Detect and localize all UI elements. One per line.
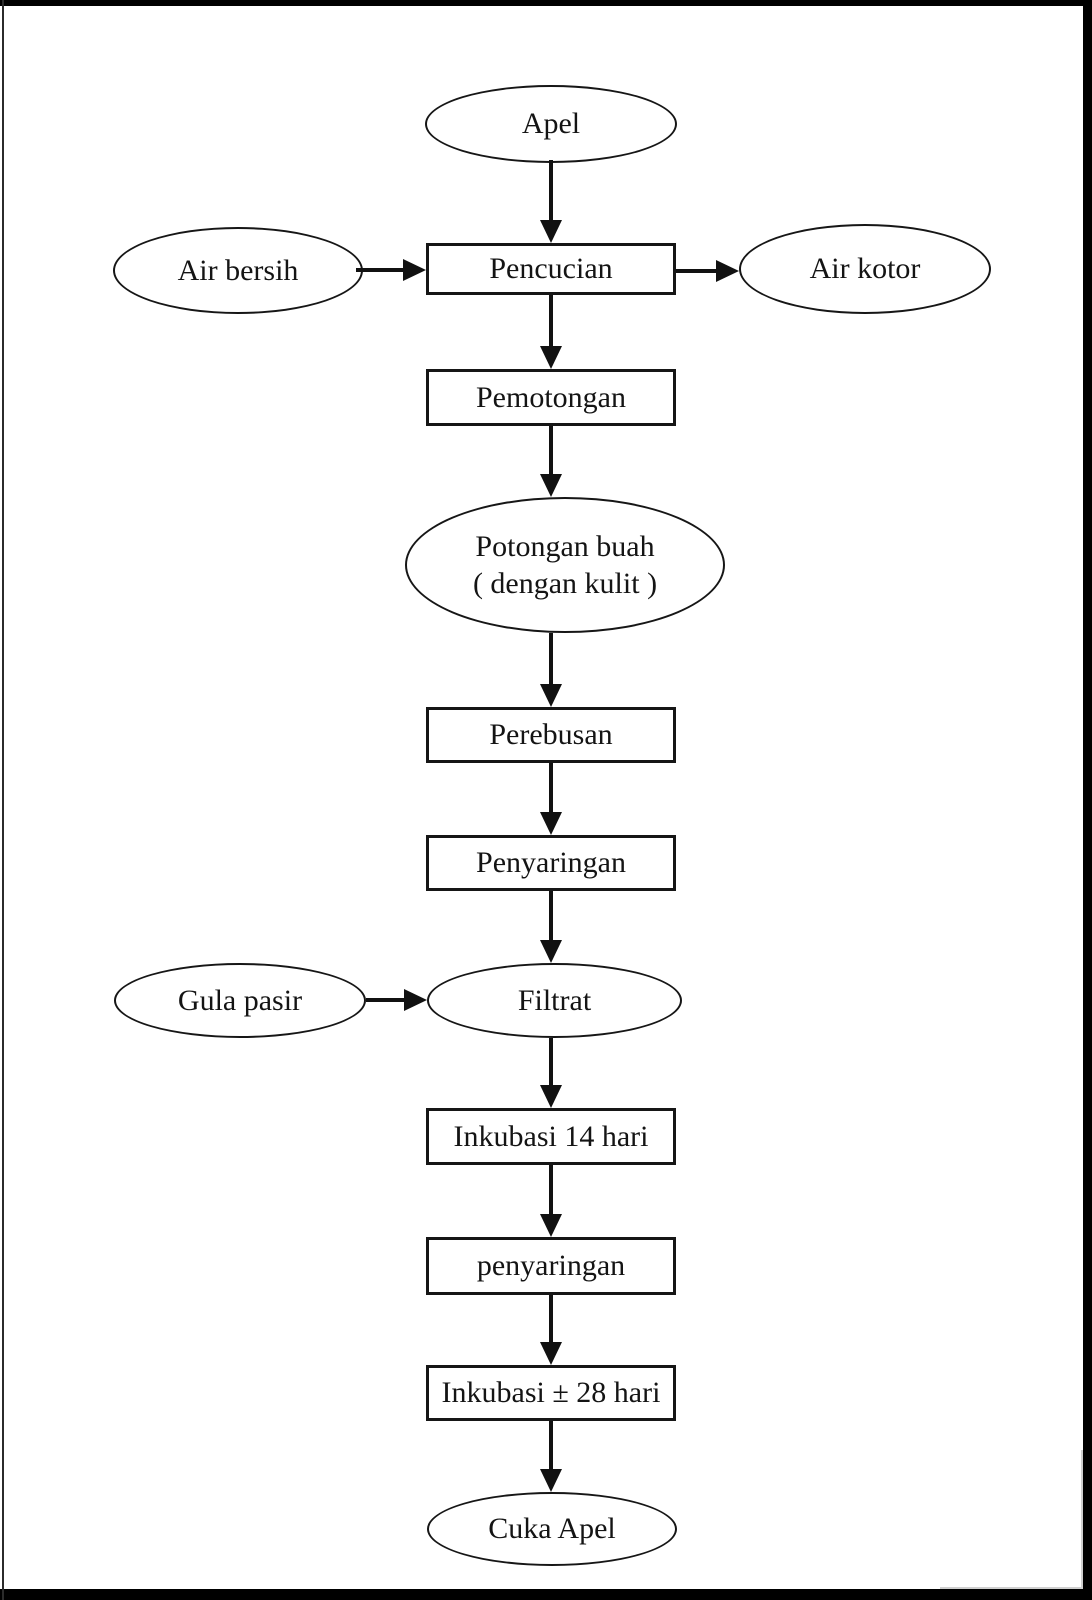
node-cuka-apel-label: Cuka Apel xyxy=(488,1512,616,1546)
arrow-potongan-buah-to-perebusan xyxy=(539,633,563,707)
arrowhead-down-icon xyxy=(540,1085,562,1108)
node-penyaringan-2-label: penyaringan xyxy=(476,1249,626,1283)
arrow-shaft xyxy=(549,426,553,476)
node-cuka-apel: Cuka Apel xyxy=(427,1492,677,1566)
arrow-pencucian-to-pemotongan xyxy=(539,295,563,369)
arrow-shaft xyxy=(549,1165,553,1216)
arrowhead-right-icon xyxy=(716,260,739,282)
arrow-shaft xyxy=(676,269,718,273)
arrow-filtrat-to-inkubasi-14-hari xyxy=(539,1038,563,1108)
arrowhead-down-icon xyxy=(540,346,562,369)
arrowhead-right-icon xyxy=(404,989,427,1011)
arrow-shaft xyxy=(366,998,406,1002)
node-perebusan: Perebusan xyxy=(426,707,676,763)
arrowhead-down-icon xyxy=(540,940,562,963)
arrow-inkubasi-14-hari-to-penyaringan-2 xyxy=(539,1165,563,1237)
arrow-pencucian-to-air-kotor xyxy=(676,260,739,282)
arrowhead-down-icon xyxy=(540,812,562,835)
arrow-air-bersih-to-pencucian xyxy=(356,259,426,281)
node-pencucian: Pencucian xyxy=(426,243,676,295)
arrow-gula-pasir-to-filtrat xyxy=(366,989,427,1011)
node-apel: Apel xyxy=(425,85,677,163)
node-pemotongan: Pemotongan xyxy=(426,369,676,426)
node-filtrat: Filtrat xyxy=(427,963,682,1038)
arrowhead-down-icon xyxy=(540,1342,562,1365)
node-penyaringan-2: penyaringan xyxy=(426,1237,676,1295)
arrowhead-down-icon xyxy=(540,684,562,707)
node-air-kotor-label: Air kotor xyxy=(809,252,921,286)
node-air-bersih-label: Air bersih xyxy=(177,253,299,287)
arrow-apel-to-pencucian xyxy=(539,160,563,243)
node-potongan-buah: Potongan buah ( dengan kulit ) xyxy=(405,497,725,633)
node-inkubasi-28-hari-label: Inkubasi ± 28 hari xyxy=(441,1376,661,1410)
page-edge-shadow-right xyxy=(1081,1450,1083,1589)
node-inkubasi-14-hari: Inkubasi 14 hari xyxy=(426,1108,676,1165)
node-penyaringan-1: Penyaringan xyxy=(426,835,676,891)
arrowhead-down-icon xyxy=(540,220,562,243)
node-filtrat-label: Filtrat xyxy=(517,983,592,1017)
page-frame-bottom xyxy=(0,1589,1092,1600)
arrow-shaft xyxy=(549,1038,553,1087)
node-gula-pasir: Gula pasir xyxy=(114,963,366,1038)
arrow-pemotongan-to-potongan-buah xyxy=(539,426,563,497)
arrow-shaft xyxy=(549,891,553,942)
page-frame-left xyxy=(2,0,4,1600)
arrow-shaft xyxy=(549,160,553,222)
node-inkubasi-14-hari-label: Inkubasi 14 hari xyxy=(453,1119,649,1153)
page-frame-right xyxy=(1083,0,1092,1600)
arrow-inkubasi-28-hari-to-cuka-apel xyxy=(539,1421,563,1492)
node-air-bersih: Air bersih xyxy=(113,227,363,314)
arrowhead-right-icon xyxy=(403,259,426,281)
node-perebusan-label: Perebusan xyxy=(489,718,613,752)
arrow-shaft xyxy=(356,268,405,272)
page-frame-top xyxy=(0,0,1092,6)
arrow-shaft xyxy=(549,763,553,814)
arrow-shaft xyxy=(549,1295,553,1344)
node-air-kotor: Air kotor xyxy=(739,224,991,314)
node-pencucian-label: Pencucian xyxy=(489,252,613,286)
arrowhead-down-icon xyxy=(540,474,562,497)
arrowhead-down-icon xyxy=(540,1214,562,1237)
arrow-perebusan-to-penyaringan-1 xyxy=(539,763,563,835)
page-edge-shadow-bottom xyxy=(940,1587,1083,1589)
arrow-shaft xyxy=(549,633,553,686)
node-potongan-buah-label-line2: ( dengan kulit ) xyxy=(472,567,658,600)
node-pemotongan-label: Pemotongan xyxy=(476,380,626,414)
arrow-penyaringan-2-to-inkubasi-28-hari xyxy=(539,1295,563,1365)
node-penyaringan-1-label: Penyaringan xyxy=(476,846,626,880)
arrow-shaft xyxy=(549,295,553,348)
arrowhead-down-icon xyxy=(540,1469,562,1492)
arrow-shaft xyxy=(549,1421,553,1471)
arrow-penyaringan-1-to-filtrat xyxy=(539,891,563,963)
node-gula-pasir-label: Gula pasir xyxy=(177,983,303,1017)
node-potongan-buah-label-line1: Potongan buah xyxy=(475,529,655,563)
node-inkubasi-28-hari: Inkubasi ± 28 hari xyxy=(426,1365,676,1421)
node-apel-label: Apel xyxy=(521,107,581,141)
